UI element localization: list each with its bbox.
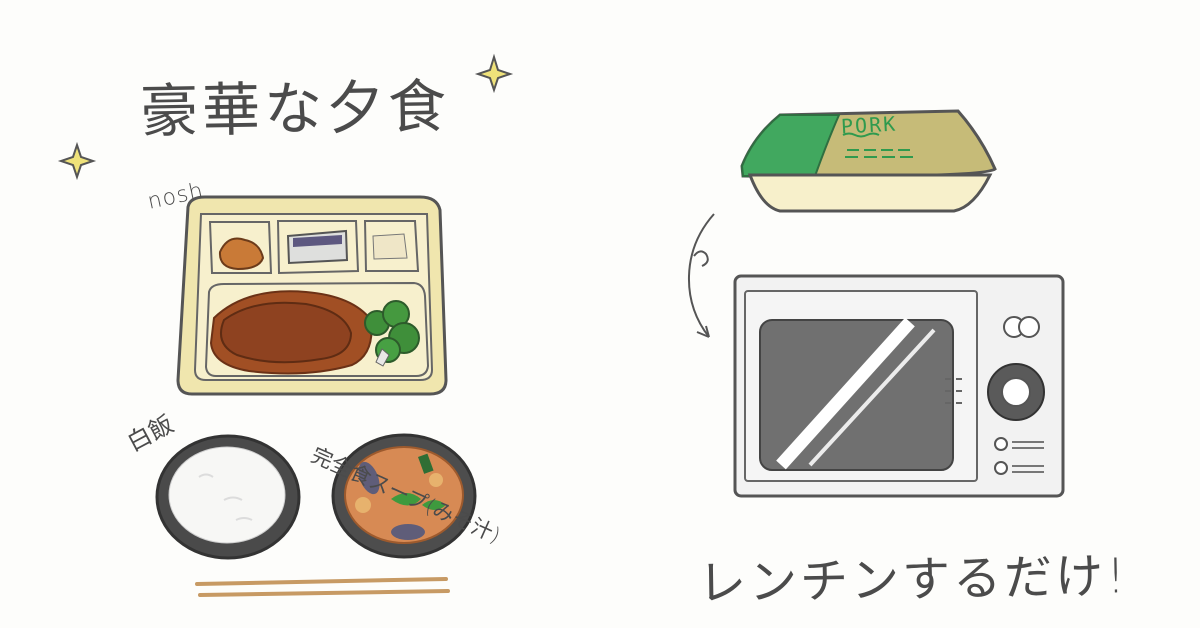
- caption-text: レンチンするだけ!: [697, 548, 1129, 612]
- sparkle-icon: [474, 53, 514, 94]
- package-label: PORK: [840, 111, 898, 139]
- soup-bowl: [331, 433, 477, 559]
- rice-bowl: [155, 434, 301, 560]
- bento-tray: [176, 195, 448, 396]
- pork-meal-package: [740, 109, 997, 213]
- microwave-oven: [733, 274, 1065, 498]
- chopsticks: [195, 577, 450, 597]
- sparkle-icon: [57, 141, 97, 181]
- page-title: 豪華な夕食: [139, 72, 451, 146]
- curved-arrow-icon: [687, 213, 715, 338]
